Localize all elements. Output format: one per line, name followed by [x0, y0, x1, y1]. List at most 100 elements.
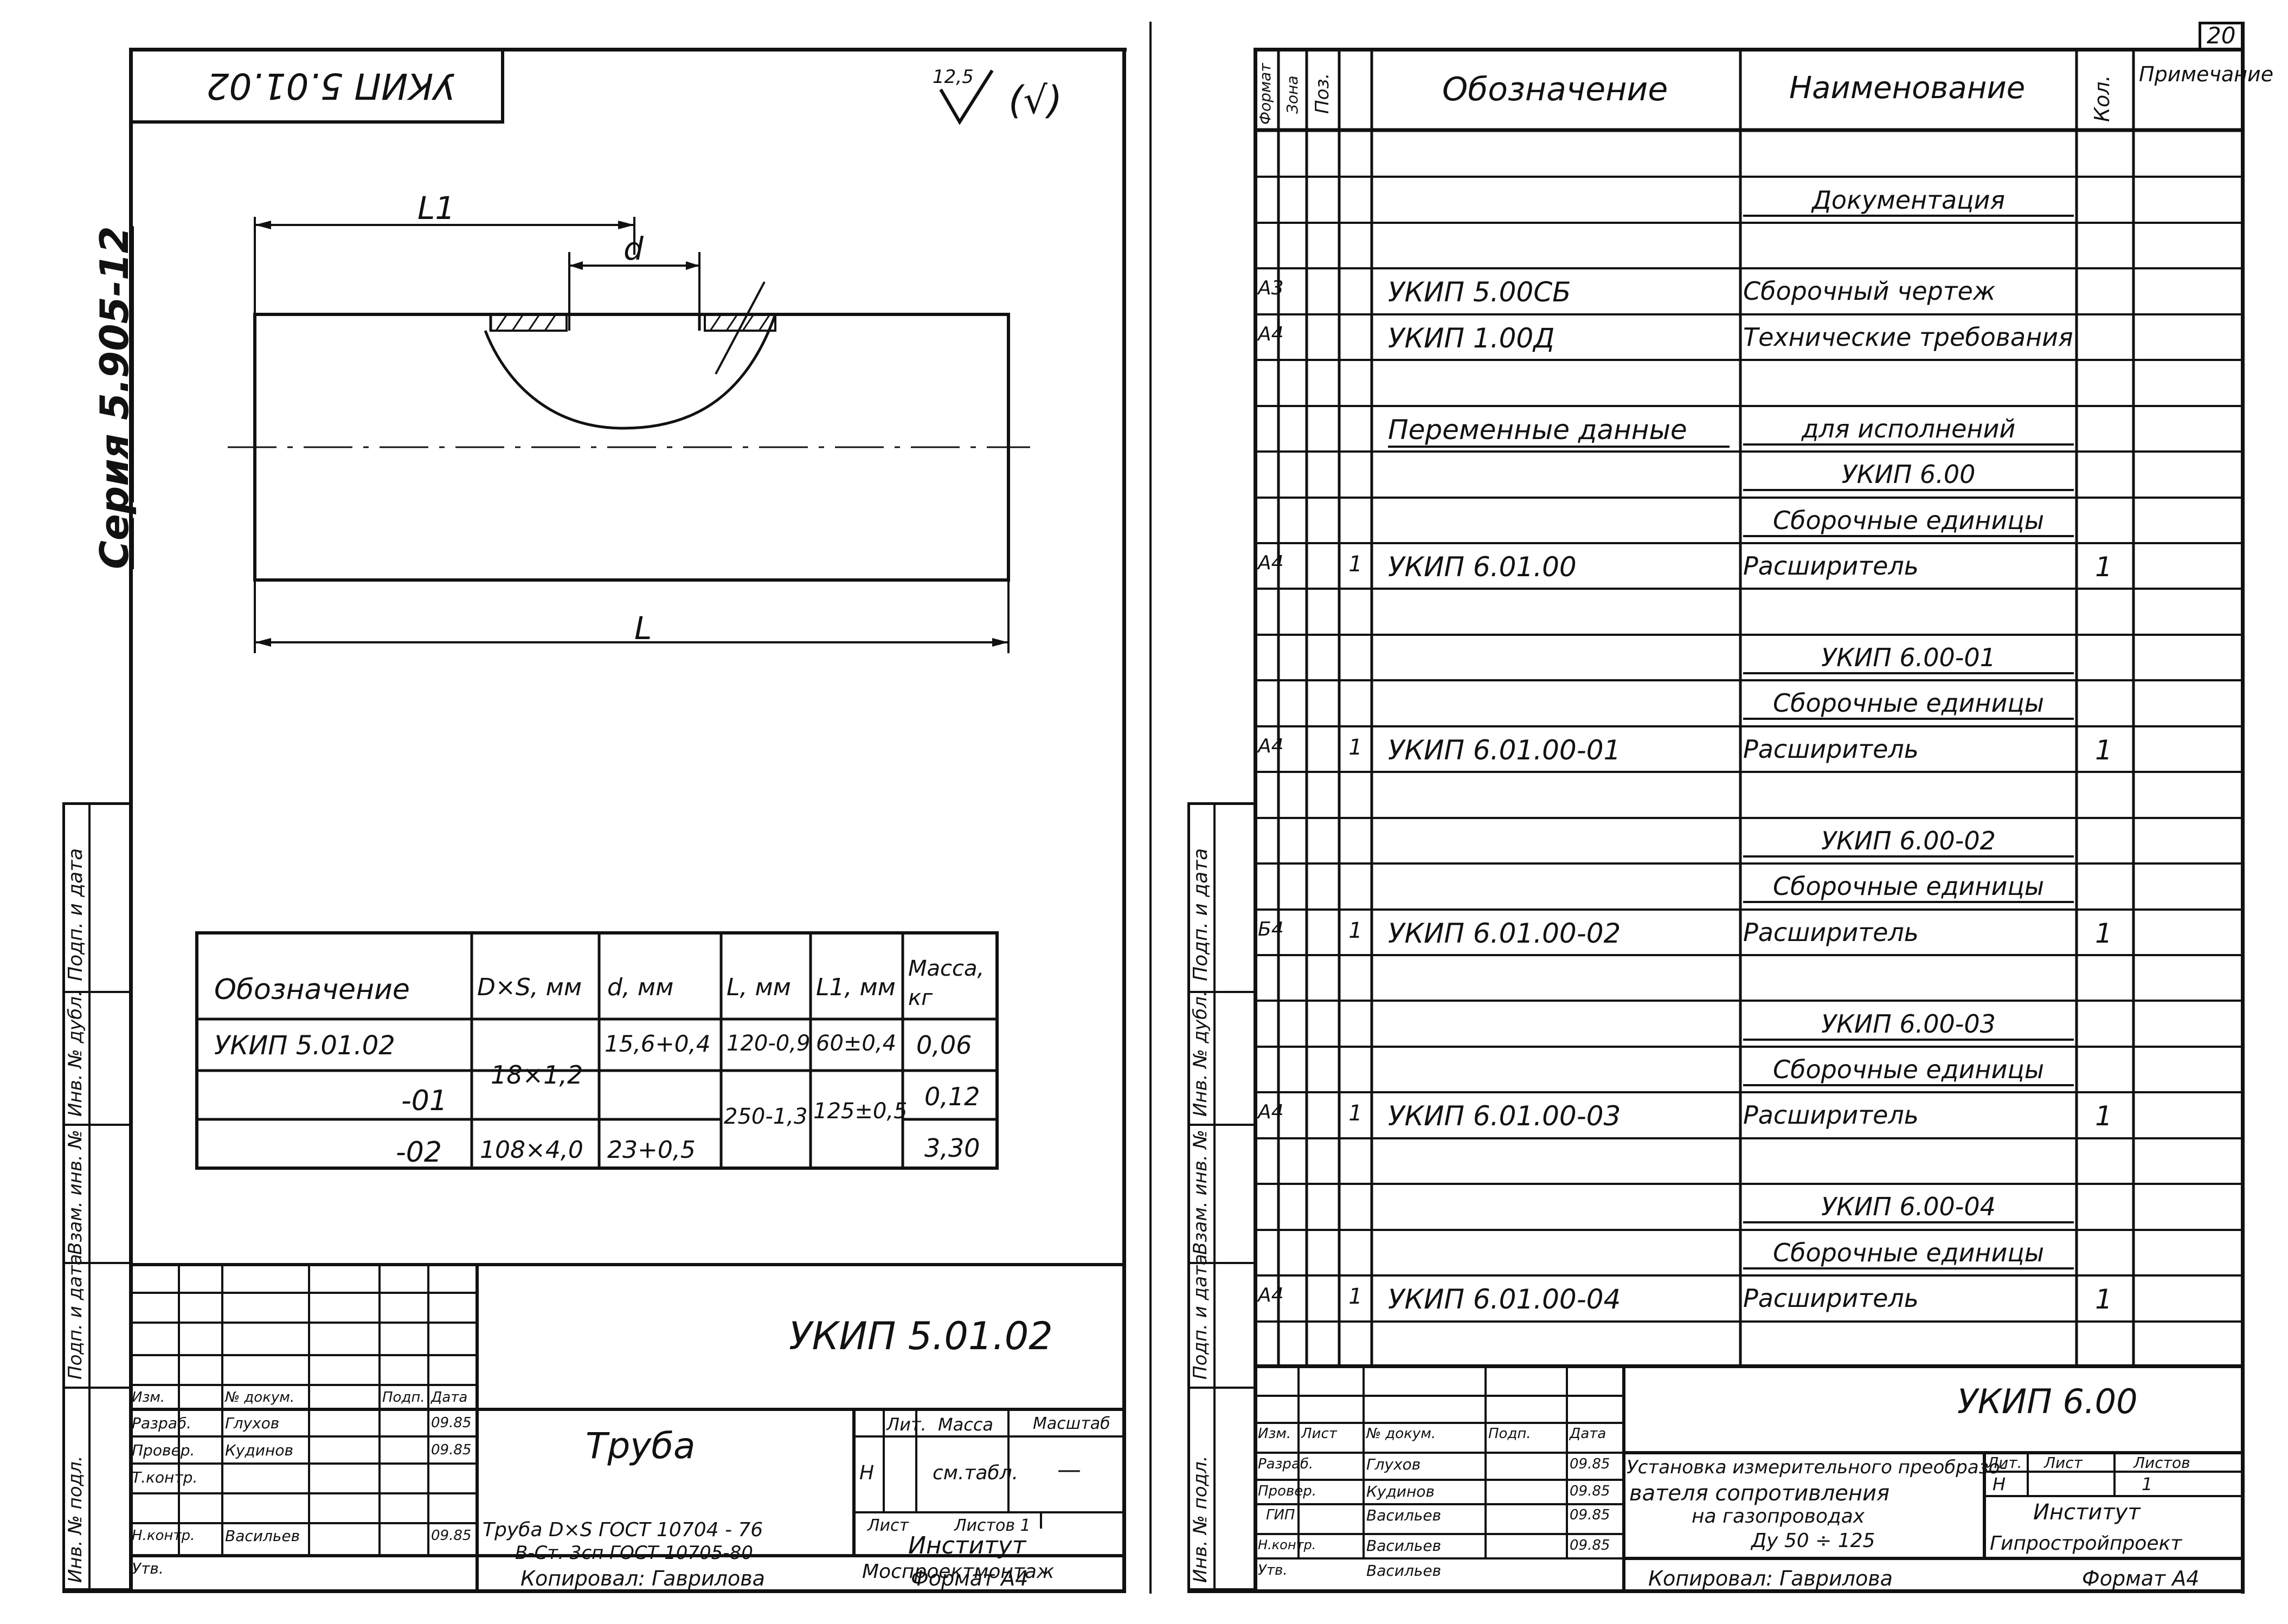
- right-sign-r2-c0: Провер.: [1258, 1483, 1317, 1499]
- spec-row-line: [1255, 634, 2244, 636]
- left-frame-top: [130, 48, 1127, 51]
- page-number-box: [2199, 22, 2245, 51]
- left-title-block: [130, 1263, 1125, 1591]
- right-sign-r0-c0: Изм.: [1258, 1426, 1291, 1442]
- left-sign-r2-c1: Кудинов: [225, 1441, 293, 1459]
- spec-cell-name: Сборочные единицы: [1743, 874, 2074, 903]
- spec-cell-name: УКИП 6.00-01: [1743, 645, 2074, 674]
- table-cell-r1-mass: 0,12: [924, 1082, 980, 1111]
- right-sign-r5-c1: Васильев: [1366, 1562, 1442, 1580]
- left-sign-r1-c1: Глухов: [225, 1414, 280, 1432]
- right-sign-r4-c0: Н.контр.: [1258, 1537, 1316, 1552]
- left-stamp-4: Подп. и дата: [65, 1254, 86, 1380]
- dim-l1-label: L1: [417, 190, 455, 227]
- left-sign-r5-c4: 09.85: [431, 1528, 472, 1544]
- table-cell-r2-dxs: 108×4,0: [480, 1136, 583, 1164]
- left-lit-header: Лит.: [886, 1414, 927, 1435]
- mirrored-code-box: [130, 48, 504, 124]
- right-sign-r0-c3: Подп.: [1488, 1426, 1531, 1442]
- spec-cell-pos: 1: [1348, 552, 1362, 577]
- right-sign-r1-c4: 09.85: [1570, 1456, 1610, 1472]
- table-cell-r0-L1: 60±0,4: [816, 1031, 897, 1056]
- spec-row-line: [1255, 1183, 2244, 1185]
- spec-row-line: [1255, 954, 2244, 956]
- right-sheet-header: Лист: [2044, 1454, 2083, 1472]
- right-institute-2: Гипростройпроект: [1990, 1532, 2182, 1555]
- left-institute: Институт: [908, 1532, 1026, 1559]
- left-mass-value: см.табл.: [933, 1462, 1019, 1484]
- table-cell-r0-d: 15,6+0,4: [605, 1030, 711, 1057]
- right-sign-r3-c0: ГИП: [1266, 1507, 1295, 1523]
- spec-cell-qty: 1: [2095, 551, 2112, 583]
- left-institute-2: Моспроектмонтаж: [862, 1561, 1055, 1583]
- left-title-name: Труба: [586, 1425, 696, 1467]
- right-copied: Копировал: Гаврилова: [1648, 1567, 1893, 1590]
- right-frame-bottom: [1187, 1589, 2245, 1593]
- left-frame-bottom: [62, 1589, 1126, 1593]
- table-cell-r2-d: 23+0,5: [607, 1136, 696, 1164]
- right-title-designation: УКИП 6.00: [1957, 1382, 2138, 1421]
- right-sign-r1-c1: Глухов: [1366, 1455, 1421, 1473]
- table-cell-r0-mass: 0,06: [916, 1030, 972, 1060]
- table-cell-r1-L1: 125±0,5: [813, 1099, 908, 1124]
- spec-row-line: [1255, 1137, 2244, 1139]
- right-lit-value: Н: [1993, 1474, 2006, 1494]
- table-cell-r0-designation: УКИП 5.01.02: [214, 1030, 395, 1061]
- spec-cell-qty: 1: [2095, 1100, 2112, 1132]
- spec-row-line: [1255, 1320, 2244, 1323]
- right-title-name-4: Ду 50 ÷ 125: [1751, 1530, 1875, 1552]
- left-sign-r0-c4: Дата: [431, 1389, 468, 1406]
- table-cell-r2-designation: -02: [396, 1136, 442, 1169]
- left-frame-right: [1122, 48, 1126, 1593]
- right-frame-top: [1255, 48, 2245, 51]
- spec-row-line: [1255, 1366, 2244, 1368]
- right-sign-r2-c4: 09.85: [1570, 1483, 1610, 1499]
- left-title-material-2: В-Ст. 3сп ГОСТ 10705-80: [515, 1542, 753, 1564]
- spec-row-line: [1255, 1274, 2244, 1277]
- right-sign-r3-c4: 09.85: [1570, 1507, 1610, 1523]
- spec-row-line: [1255, 725, 2244, 727]
- right-side-stamp: [1187, 802, 1255, 1591]
- left-sign-r6-c0: Утв.: [132, 1559, 164, 1577]
- left-sign-r2-c0: Провер.: [132, 1441, 195, 1459]
- left-side-stamp: [62, 802, 130, 1591]
- left-lit-value: Н: [859, 1462, 875, 1484]
- spec-cell-name: УКИП 6.00-04: [1743, 1194, 2074, 1223]
- left-mass-header: Масса: [938, 1414, 994, 1435]
- spec-cell-name: Расширитель: [1743, 1284, 1919, 1313]
- spec-row-line: [1255, 771, 2244, 773]
- right-institute: Институт: [2033, 1500, 2141, 1525]
- left-stamp-3: Взам. инв. №: [65, 1130, 86, 1255]
- right-stamp-4: Подп. и дата: [1190, 1254, 1211, 1380]
- spec-cell-pos: 1: [1348, 1284, 1362, 1309]
- spec-cell-format: А4: [1258, 552, 1284, 574]
- right-stamp-5: Инв. № подл.: [1190, 1455, 1211, 1583]
- spec-row-line: [1255, 450, 2244, 453]
- spec-cell-qty: 1: [2095, 1284, 2112, 1315]
- spec-cell-name: УКИП 6.00-03: [1743, 1011, 2074, 1041]
- spec-cell-designation: УКИП 6.01.00-03: [1388, 1100, 1621, 1132]
- table-cell-r2-mass: 3,30: [924, 1133, 980, 1163]
- spec-row-line: [1255, 908, 2244, 911]
- spec-row-line: [1255, 542, 2244, 544]
- spec-cell-format: А4: [1258, 735, 1284, 757]
- right-title-name-2: вателя сопротивления: [1629, 1481, 1890, 1506]
- spec-cell-format: А4: [1258, 1284, 1284, 1306]
- spec-row-line: [1255, 817, 2244, 819]
- table-header-L1: L1, мм: [816, 974, 896, 1001]
- left-title-material-1: Труба D×S ГОСТ 10704 - 76: [483, 1519, 763, 1541]
- right-sign-r4-c4: 09.85: [1570, 1537, 1610, 1554]
- right-sign-r1-c0: Разраб.: [1258, 1456, 1314, 1472]
- spec-cell-format: Б4: [1258, 918, 1284, 940]
- spec-row-line: [1255, 862, 2244, 865]
- spec-cell-name: Сборочные единицы: [1743, 691, 2074, 720]
- right-stamp-1: Подп. и дата: [1190, 848, 1212, 981]
- spec-header-format: Формат: [1256, 63, 1274, 125]
- spec-cell-designation: УКИП 6.01.00: [1388, 551, 1577, 583]
- left-sheet-label: Лист: [867, 1516, 909, 1535]
- right-stamp-2: Инв. № дубл.: [1190, 990, 1211, 1117]
- dim-L-label: L: [634, 610, 652, 647]
- left-sign-r5-c0: Н.контр.: [132, 1528, 195, 1544]
- spec-cell-name: УКИП 6.00: [1743, 462, 2074, 491]
- right-frame-right: [2241, 22, 2245, 1594]
